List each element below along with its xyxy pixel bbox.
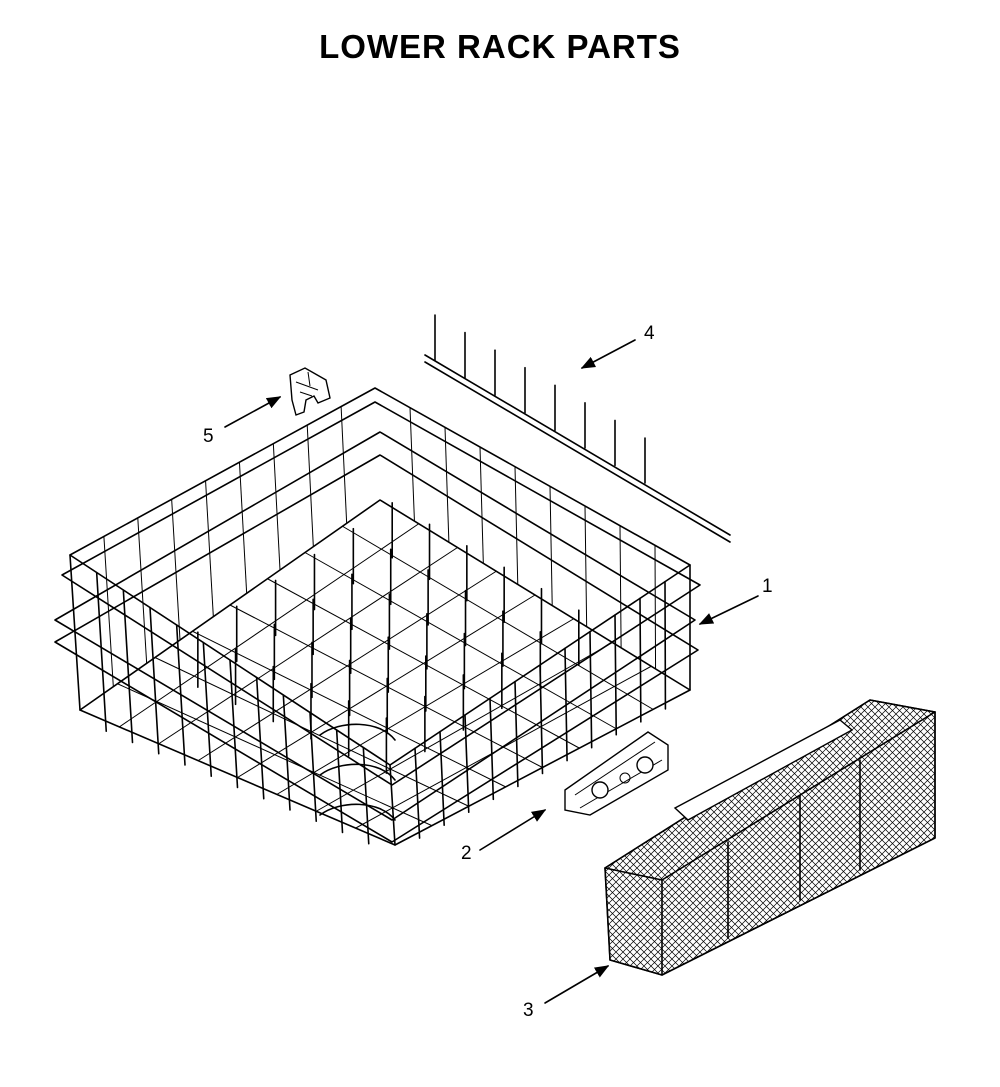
callout-label-2: 2 bbox=[461, 843, 472, 864]
rack-upright-wire bbox=[654, 545, 657, 669]
rack-upright-wire bbox=[614, 614, 618, 736]
rack-upright-wire bbox=[362, 746, 370, 845]
rack-upright-wire bbox=[103, 536, 114, 687]
rack-upright-wire bbox=[255, 676, 265, 800]
rack-upright-wire bbox=[464, 714, 470, 814]
rack-floor-wire bbox=[355, 665, 652, 829]
callout-2-arrow bbox=[479, 809, 547, 851]
rack-upright-wire bbox=[272, 443, 281, 571]
callout-label-5: 5 bbox=[203, 426, 214, 447]
rack-upright-wire bbox=[619, 525, 622, 648]
rack-upright-wire bbox=[489, 697, 495, 801]
rack-upright-wire bbox=[549, 486, 553, 606]
rack-upright-wire bbox=[238, 462, 248, 594]
silverware-basket-icon[interactable] bbox=[604, 699, 936, 976]
rack-upright-wire bbox=[479, 446, 484, 564]
rack-upright-wire bbox=[175, 624, 186, 766]
rack-upright-wire bbox=[514, 466, 519, 585]
rack-upright-wire bbox=[584, 505, 588, 627]
rack-upright-wire bbox=[306, 425, 314, 547]
rack-upright-wire bbox=[149, 606, 160, 755]
rack-wheel-clip-icon[interactable] bbox=[564, 731, 669, 816]
rack-upright-wire bbox=[205, 480, 214, 617]
rack-upright-wire bbox=[282, 694, 291, 811]
callout-label-1: 1 bbox=[762, 576, 773, 597]
rack-upright-wire bbox=[444, 427, 450, 543]
rack-upright-wire bbox=[335, 729, 344, 834]
rack-upright-wire bbox=[564, 647, 568, 762]
rack-floor-wire bbox=[342, 525, 654, 710]
callout-label-3: 3 bbox=[523, 1000, 534, 1021]
rack-upright-wire bbox=[340, 406, 348, 524]
lower-rack-icon[interactable] bbox=[54, 387, 701, 846]
callout-1-arrow bbox=[698, 595, 759, 625]
rack-floor-wire bbox=[304, 552, 617, 730]
rack-clip-icon[interactable] bbox=[289, 367, 331, 416]
rack-upright-wire bbox=[514, 680, 519, 788]
rack-floor-wire bbox=[267, 578, 580, 749]
rack-upright-wire bbox=[171, 499, 181, 641]
callout-4-arrow bbox=[580, 339, 636, 369]
rack-upright-wire bbox=[639, 597, 642, 723]
page-title: LOWER RACK PARTS bbox=[319, 28, 681, 65]
tine-row-icon[interactable] bbox=[424, 314, 731, 543]
rack-upright-wire bbox=[137, 517, 148, 664]
callout-3-arrow bbox=[544, 965, 610, 1004]
rack-upright-wire bbox=[439, 730, 445, 826]
rack-upright-wire bbox=[202, 641, 213, 778]
callout-label-4: 4 bbox=[644, 323, 655, 344]
rack-upright-wire bbox=[414, 747, 421, 839]
rack-upright-wire bbox=[409, 407, 415, 522]
rack-upright-wire bbox=[589, 630, 593, 749]
rack-upright-wire bbox=[229, 659, 239, 789]
rack-upright-wire bbox=[95, 571, 108, 733]
rack-upright-wire bbox=[122, 589, 134, 744]
callout-5-arrow bbox=[224, 396, 282, 428]
